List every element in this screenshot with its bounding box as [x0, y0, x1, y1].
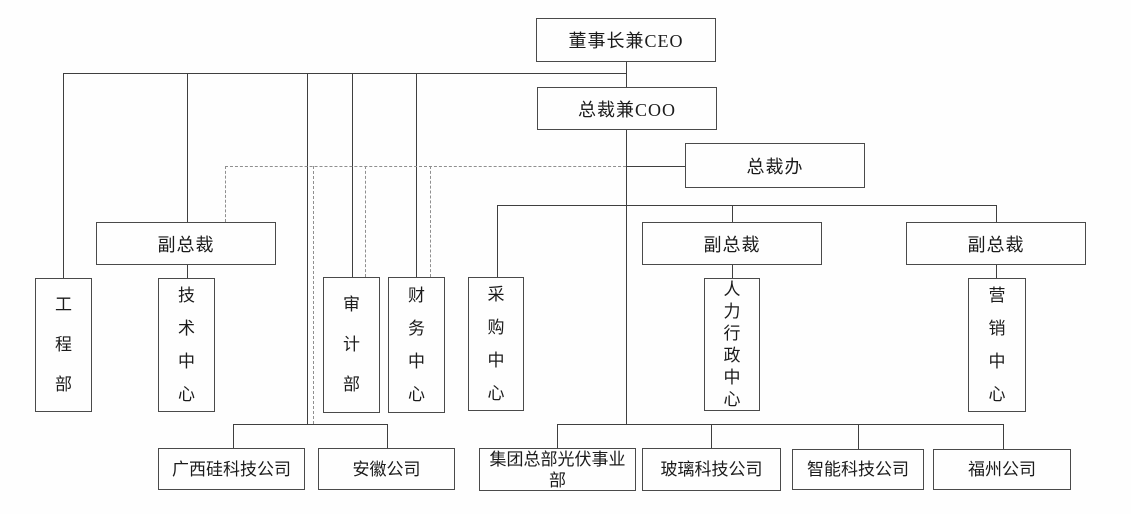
- node-vp-middle: 副总裁: [642, 222, 822, 265]
- connector-to-vp-right: [996, 205, 997, 222]
- connector-mid-branch-rail: [497, 205, 996, 206]
- node-technology-center: 技术中心: [158, 278, 215, 412]
- node-president-office: 总裁办: [685, 143, 865, 188]
- node-audit-dept: 审计部: [323, 277, 380, 413]
- node-guangxi-silicon-company-label: 广西硅科技公司: [172, 459, 291, 479]
- connector-to-group-hq-pv-division: [557, 424, 558, 448]
- node-fuzhou-company-label: 福州公司: [968, 460, 1036, 479]
- node-procurement-center-label: 采购中心: [487, 285, 505, 403]
- node-engineering-dept-label: 工程部: [54, 295, 72, 394]
- connector-left-subsidiaries-rail: [233, 424, 387, 425]
- connector-trunk-to-president-office: [626, 166, 685, 167]
- node-technology-center-label: 技术中心: [177, 286, 195, 404]
- dashed-to-left-subsidiaries: [313, 166, 314, 424]
- node-vp-left-label: 副总裁: [157, 234, 215, 255]
- connector-to-guangxi-silicon-company: [233, 424, 234, 448]
- node-smart-tech-company: 智能科技公司: [792, 449, 924, 490]
- connector-to-vp-middle: [732, 205, 733, 222]
- node-finance-center: 财务中心: [388, 277, 445, 413]
- node-guangxi-silicon-company: 广西硅科技公司: [158, 448, 305, 490]
- connector-right-subsidiaries-rail: [557, 424, 1003, 425]
- connector-ceo-to-coo: [626, 61, 627, 87]
- node-finance-center-label: 财务中心: [407, 286, 425, 404]
- connector-to-finance-center: [416, 73, 417, 277]
- node-engineering-dept: 工程部: [35, 278, 92, 412]
- node-hr-admin-center: 人力行政中心: [704, 278, 760, 411]
- connector-to-engineering-dept: [63, 73, 64, 278]
- node-chairman-ceo: 董事长兼CEO: [536, 18, 716, 62]
- node-marketing-center-label: 营销中心: [988, 286, 1006, 404]
- dashed-to-finance-center: [430, 166, 431, 277]
- connector-vp-left-to-technology-center: [187, 265, 188, 278]
- node-audit-dept-label: 审计部: [342, 295, 360, 394]
- node-procurement-center: 采购中心: [468, 277, 524, 411]
- connector-to-smart-tech-company: [858, 424, 859, 449]
- node-vp-right-label: 副总裁: [967, 234, 1025, 255]
- connector-to-left-subsidiaries-trunk: [307, 73, 308, 425]
- node-smart-tech-company-label: 智能科技公司: [807, 460, 909, 479]
- connector-to-glass-tech-company: [711, 424, 712, 448]
- node-president-office-label: 总裁办: [746, 156, 804, 177]
- dashed-to-audit-dept: [365, 166, 366, 277]
- connector-to-procurement-center: [497, 205, 498, 278]
- node-hr-admin-center-label: 人力行政中心: [723, 279, 741, 409]
- node-glass-tech-company: 玻璃科技公司: [642, 448, 781, 491]
- connector-top-branch-rail: [63, 73, 627, 74]
- node-glass-tech-company-label: 玻璃科技公司: [660, 460, 763, 479]
- dashed-rail-president-office: [225, 166, 626, 167]
- connector-to-vp-left: [187, 73, 188, 222]
- node-president-coo-label: 总裁兼COO: [577, 99, 676, 120]
- node-anhui-company: 安徽公司: [318, 448, 455, 490]
- node-marketing-center: 营销中心: [968, 278, 1026, 412]
- node-group-hq-pv-division: 集团总部光伏事业部: [479, 448, 636, 491]
- node-president-coo: 总裁兼COO: [537, 87, 717, 130]
- connector-vp-right-to-marketing-center: [996, 265, 997, 278]
- node-vp-right: 副总裁: [906, 222, 1086, 265]
- dashed-to-vp-left: [225, 166, 226, 222]
- node-vp-left: 副总裁: [96, 222, 276, 265]
- connector-coo-main-trunk: [626, 130, 627, 425]
- node-vp-middle-label: 副总裁: [703, 234, 761, 255]
- connector-to-fuzhou-company: [1003, 424, 1004, 449]
- node-group-hq-pv-division-label: 集团总部光伏事业部: [489, 449, 626, 490]
- node-chairman-ceo-label: 董事长兼CEO: [568, 31, 684, 51]
- connector-vp-middle-to-hr-admin-center: [732, 265, 733, 278]
- connector-to-audit-dept: [352, 73, 353, 277]
- node-fuzhou-company: 福州公司: [933, 449, 1071, 490]
- connector-to-anhui-company: [387, 424, 388, 448]
- node-anhui-company-label: 安徽公司: [352, 459, 421, 479]
